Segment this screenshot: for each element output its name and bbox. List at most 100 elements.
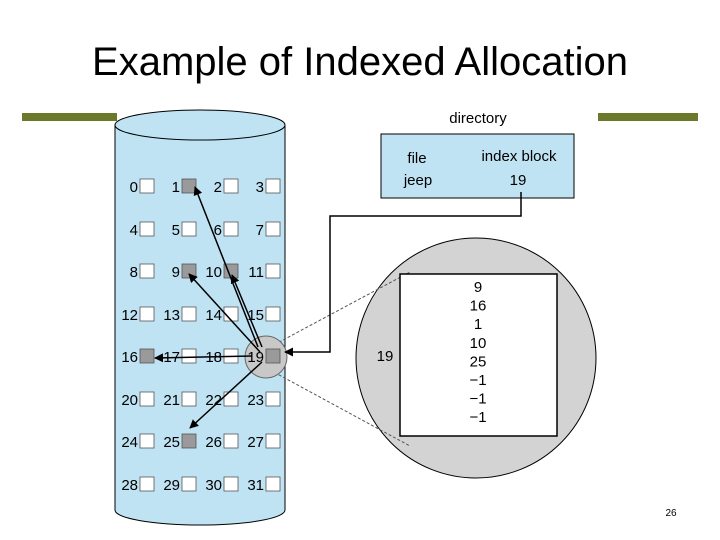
index-block-entry: 16 xyxy=(470,298,487,315)
disk-block-20: 20 xyxy=(121,391,155,409)
index-block-entry: 10 xyxy=(470,335,487,352)
slide-title: Example of Indexed Allocation xyxy=(92,40,628,84)
directory-index-header: index block xyxy=(481,148,557,165)
disk-block-22: 22 xyxy=(205,391,239,409)
free-block-square xyxy=(139,178,155,194)
zoom-line-bottom xyxy=(269,369,411,447)
disk-block-3: 3 xyxy=(256,178,281,196)
free-block-square xyxy=(265,306,281,322)
free-block-square xyxy=(139,433,155,449)
directory-table xyxy=(380,133,575,199)
used-block-square xyxy=(181,178,197,194)
disk-block-number: 15 xyxy=(247,307,264,324)
disk-block-number: 1 xyxy=(172,179,180,196)
disk-cylinder xyxy=(114,109,286,526)
free-block-square xyxy=(265,221,281,237)
free-block-square xyxy=(139,263,155,279)
directory-file-name: jeep xyxy=(403,172,432,189)
free-block-square xyxy=(181,391,197,407)
free-block-square xyxy=(265,476,281,492)
pointer-to-block-10 xyxy=(230,274,263,348)
directory-index-value: 19 xyxy=(510,172,527,189)
disk-block-19: 19 xyxy=(247,348,281,366)
free-block-square xyxy=(139,221,155,237)
disk-block-30: 30 xyxy=(205,476,239,494)
disk-block-0: 0 xyxy=(130,178,155,196)
pointer-to-block-16 xyxy=(154,353,253,363)
index-block-entry: 1 xyxy=(474,316,482,333)
accent-bar-left xyxy=(22,113,117,121)
used-block-square xyxy=(265,348,281,364)
disk-block-number: 29 xyxy=(163,477,180,494)
disk-block-number: 2 xyxy=(214,179,222,196)
free-block-square xyxy=(181,348,197,364)
disk-block-15: 15 xyxy=(247,306,281,324)
page-number: 26 xyxy=(665,508,677,519)
index-block-entry: 9 xyxy=(474,279,482,296)
directory-label: directory xyxy=(449,110,507,127)
free-block-square xyxy=(139,306,155,322)
disk-block-13: 13 xyxy=(163,306,197,324)
disk-block-27: 27 xyxy=(247,433,281,451)
index-block-entry: −1 xyxy=(469,372,486,389)
disk-block-number: 25 xyxy=(163,434,180,451)
directory-pointer xyxy=(284,192,522,357)
disk-block-number: 23 xyxy=(247,392,264,409)
disk-block-23: 23 xyxy=(247,391,281,409)
pointer-to-block-1 xyxy=(193,186,259,348)
disk-block-26: 26 xyxy=(205,433,239,451)
disk-block-21: 21 xyxy=(163,391,197,409)
free-block-square xyxy=(139,476,155,492)
disk-block-number: 22 xyxy=(205,392,222,409)
disk-block-4: 4 xyxy=(130,221,155,239)
disk-block-29: 29 xyxy=(163,476,197,494)
index-block-label: 19 xyxy=(377,348,394,365)
free-block-square xyxy=(223,221,239,237)
index-block-box xyxy=(399,273,558,437)
disk-block-number: 8 xyxy=(130,264,138,281)
disk-block-24: 24 xyxy=(121,433,155,451)
disk-block-25: 25 xyxy=(163,433,197,451)
disk-block-1: 1 xyxy=(172,178,197,196)
free-block-square xyxy=(223,178,239,194)
disk-block-8: 8 xyxy=(130,263,155,281)
disk-block-12: 12 xyxy=(121,306,155,324)
index-block-entry: −1 xyxy=(469,409,486,426)
disk-block-number: 28 xyxy=(121,477,138,494)
index-block-entry: 25 xyxy=(470,353,487,370)
disk-block-number: 13 xyxy=(163,307,180,324)
free-block-square xyxy=(265,391,281,407)
block-pointers xyxy=(154,186,263,429)
disk-block-28: 28 xyxy=(121,476,155,494)
disk-block-number: 14 xyxy=(205,307,222,324)
free-block-square xyxy=(265,263,281,279)
disk-block-5: 5 xyxy=(172,221,197,239)
free-block-square xyxy=(223,476,239,492)
pointer-to-block-9 xyxy=(188,273,261,353)
index-block-entry: −1 xyxy=(469,391,486,408)
disk-block-number: 4 xyxy=(130,222,138,239)
disk-block-number: 11 xyxy=(248,264,264,281)
free-block-square xyxy=(223,391,239,407)
disk-block-number: 0 xyxy=(130,179,138,196)
used-block-square xyxy=(181,433,197,449)
free-block-square xyxy=(181,221,197,237)
disk-block-11: 11 xyxy=(248,263,281,281)
disk-block-number: 6 xyxy=(214,222,222,239)
free-block-square xyxy=(181,476,197,492)
disk-block-number: 19 xyxy=(247,349,264,366)
used-block-square xyxy=(181,263,197,279)
disk-block-number: 9 xyxy=(172,264,180,281)
disk-block-number: 5 xyxy=(172,222,180,239)
disk-block-number: 26 xyxy=(205,434,222,451)
disk-block-number: 3 xyxy=(256,179,264,196)
disk-block-number: 21 xyxy=(163,392,180,409)
free-block-square xyxy=(265,433,281,449)
disk-block-31: 31 xyxy=(247,476,281,494)
accent-bar-right xyxy=(598,113,698,121)
disk-block-6: 6 xyxy=(214,221,239,239)
disk-block-number: 7 xyxy=(256,222,264,239)
